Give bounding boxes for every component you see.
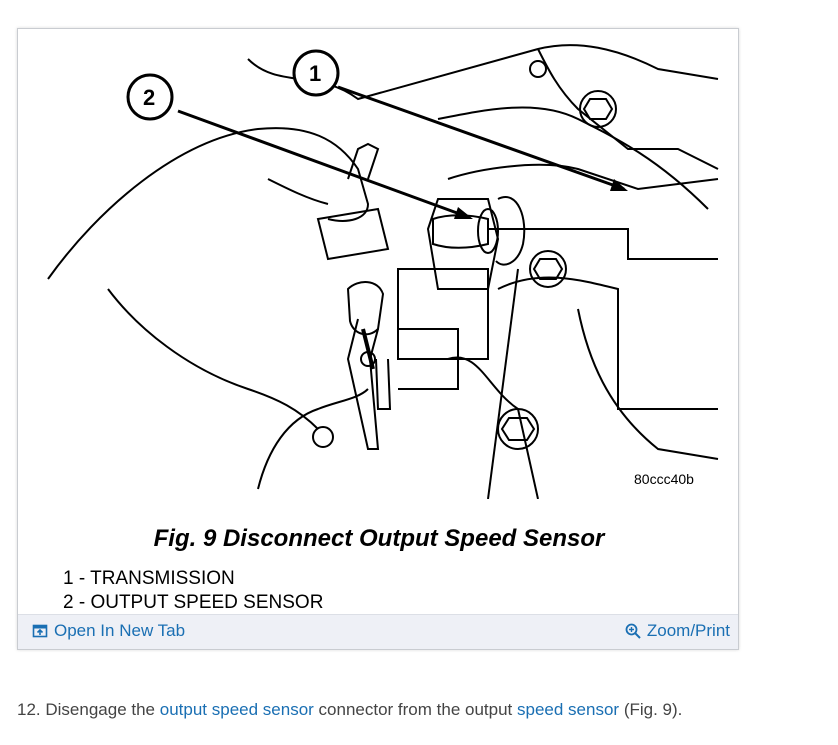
output-speed-sensor-link[interactable]: output speed sensor xyxy=(159,700,314,719)
speed-sensor-link[interactable]: speed sensor xyxy=(517,700,620,719)
zoom-print-link[interactable]: Zoom/Print xyxy=(625,621,730,641)
callout-1: 1 xyxy=(309,61,321,86)
instruction-step: 12. Disengage the output speed sensor co… xyxy=(17,700,682,720)
part-code: 80ccc40b xyxy=(634,471,694,487)
bolt-icon xyxy=(312,60,617,450)
open-new-tab-label: Open In New Tab xyxy=(54,621,186,640)
figure-legend: 1 - TRANSMISSION 2 - OUTPUT SPEED SENSOR xyxy=(63,567,323,615)
figure-caption: Fig. 9 Disconnect Output Speed Sensor xyxy=(153,525,605,552)
step-number: 12. xyxy=(17,700,41,719)
legend-item-transmission: 1 - TRANSMISSION xyxy=(63,568,235,589)
zoom-print-label: Zoom/Print xyxy=(646,621,730,640)
transmission-illustration: 1 2 xyxy=(47,44,719,499)
figure-action-bar: Open In New Tab Zoom/Print xyxy=(18,614,738,649)
callout-2: 2 xyxy=(143,85,155,110)
figure-card: 1 2 80ccc40b Fig. 9 Disconnect Output Sp… xyxy=(17,28,739,650)
legend-item-output-speed-sensor: 2 - OUTPUT SPEED SENSOR xyxy=(63,592,324,613)
step-text-after: (Fig. 9). xyxy=(623,700,683,719)
step-text-before: Disengage the xyxy=(45,700,156,719)
open-new-tab-link[interactable]: Open In New Tab xyxy=(32,621,185,641)
step-text-middle: connector from the output xyxy=(318,700,513,719)
open-new-tab-icon xyxy=(32,624,48,638)
zoom-icon xyxy=(625,623,641,639)
